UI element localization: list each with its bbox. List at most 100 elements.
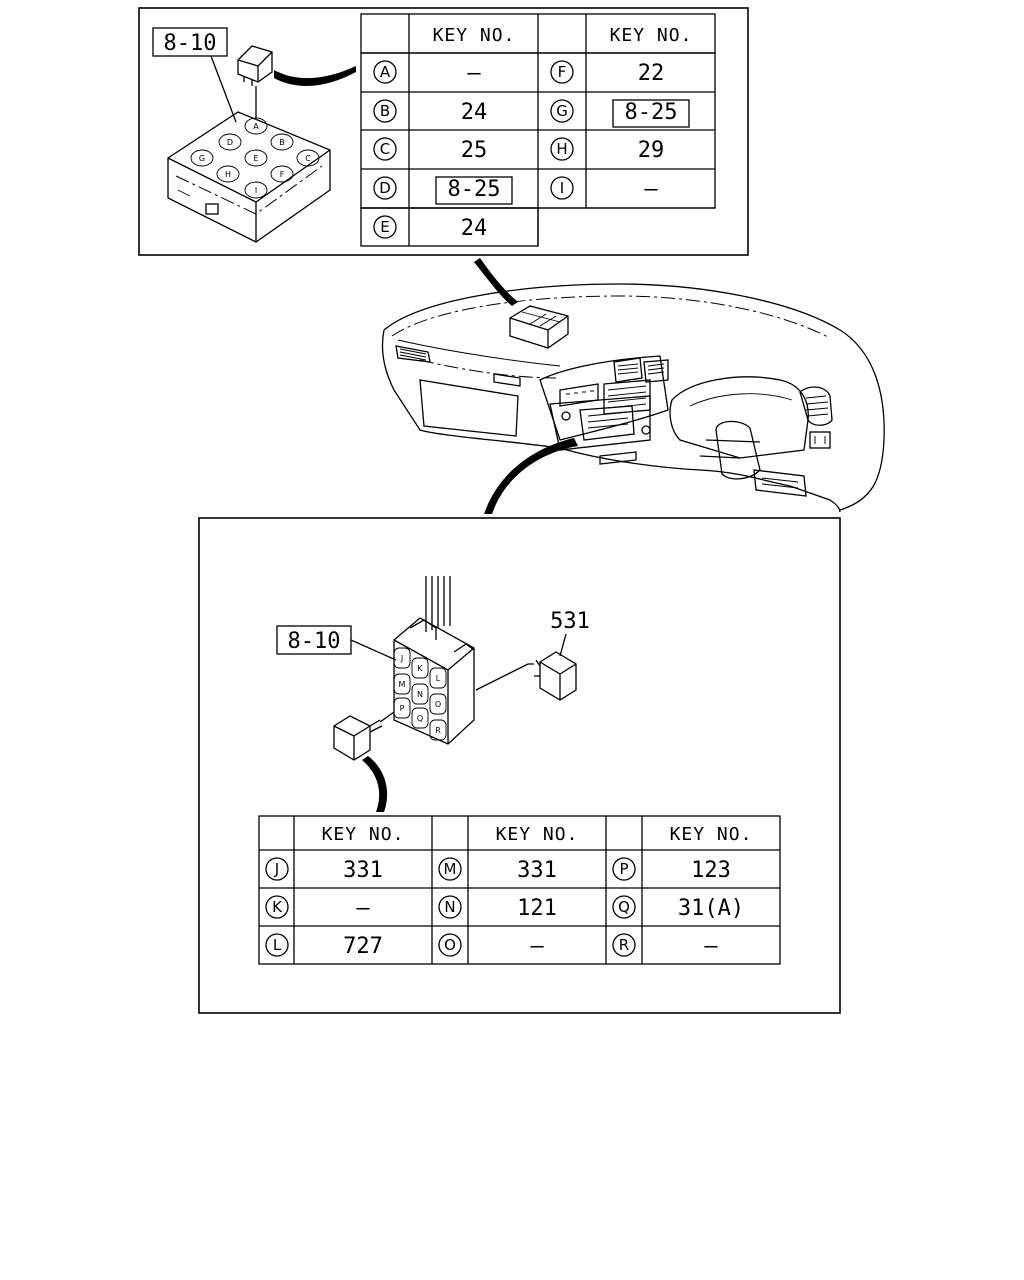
top-socket-I: I — [244, 181, 268, 199]
svg-text:C: C — [305, 154, 311, 163]
bottom-table-header-3: KEY NO. — [670, 824, 753, 845]
bottom-key-R: R — [612, 933, 636, 957]
key-letter: Q — [618, 898, 630, 916]
svg-text:P: P — [400, 704, 405, 713]
key-value: – — [467, 61, 481, 86]
svg-text:R: R — [435, 726, 441, 735]
key-value: 22 — [638, 61, 665, 86]
bottom-ref-leader — [350, 639, 397, 661]
svg-text:H: H — [225, 170, 231, 179]
top-key-I: I — [550, 176, 574, 200]
key-letter: B — [380, 102, 390, 120]
key-letter: I — [560, 179, 564, 197]
key-value: 123 — [691, 858, 731, 883]
svg-text:I: I — [255, 186, 257, 195]
bottom-key-J: J — [265, 857, 289, 881]
bottom-socket-P: P — [393, 697, 411, 719]
top-value-E: 24 — [461, 216, 488, 241]
top-key-G: G — [550, 99, 574, 123]
bottom-socket-J: J — [393, 647, 411, 669]
key-letter: J — [274, 860, 279, 878]
svg-text:A: A — [253, 122, 259, 131]
svg-text:M: M — [399, 680, 406, 689]
key-letter: E — [380, 218, 389, 236]
key-value: 31(A) — [678, 896, 744, 921]
top-key-C: C — [373, 137, 397, 161]
svg-text:D: D — [227, 138, 233, 147]
bottom-socket-R: R — [429, 719, 447, 741]
bottom-socket-K: K — [411, 657, 429, 679]
key-letter: L — [273, 936, 282, 954]
key-circle — [550, 99, 574, 123]
svg-text:B: B — [279, 138, 285, 147]
top-value-I: – — [644, 177, 658, 202]
key-circle — [612, 895, 636, 919]
key-value: 29 — [638, 138, 665, 163]
key-circle — [550, 60, 574, 84]
bottom-socket-N: N — [411, 683, 429, 705]
svg-text:J: J — [400, 654, 403, 663]
key-letter: R — [619, 936, 629, 954]
key-value: 8-25 — [625, 100, 678, 125]
bottom-socket-O: O — [429, 693, 447, 715]
bottom-socket-Q: Q — [411, 707, 429, 729]
top-callout-arrow — [274, 66, 356, 86]
key-value: — — [356, 896, 370, 921]
bottom-key-N: N — [438, 895, 462, 919]
top-key-H: H — [550, 137, 574, 161]
dash-to-bottom-arrow — [484, 438, 578, 514]
bottom-value-K: — — [356, 896, 370, 921]
top-socket-G: G — [190, 149, 214, 167]
key-letter: C — [380, 140, 390, 158]
bottom-value-R: — — [704, 934, 718, 959]
top-socket-C: C — [296, 149, 320, 167]
top-key-D: D — [373, 176, 397, 200]
key-circle — [265, 895, 289, 919]
bottom-table-header-1: KEY NO. — [322, 824, 405, 845]
key-circle — [550, 137, 574, 161]
key-letter: A — [380, 63, 391, 81]
ref-box — [435, 176, 513, 205]
key-circle — [265, 933, 289, 957]
top-socket-F: F — [270, 165, 294, 183]
bottom-value-L: 727 — [343, 934, 383, 959]
key-letter: K — [272, 898, 283, 916]
relay-lower-left — [333, 711, 395, 761]
top-relay-block — [167, 111, 331, 243]
top-panel-frame — [138, 7, 749, 256]
key-letter: H — [556, 140, 567, 158]
bottom-key-L: L — [265, 933, 289, 957]
bottom-value-M: 331 — [517, 858, 557, 883]
key-circle — [438, 857, 462, 881]
key-circle — [373, 137, 397, 161]
bottom-value-N: 121 — [517, 896, 557, 921]
top-table-header-right: KEY NO. — [610, 25, 693, 46]
top-value-F: 22 — [638, 61, 665, 86]
key-value: 24 — [461, 216, 488, 241]
bottom-value-Q: 31(A) — [678, 896, 744, 921]
key-circle — [612, 933, 636, 957]
key-value: 8-25 — [448, 177, 501, 202]
key-circle — [373, 99, 397, 123]
svg-text:L: L — [436, 674, 441, 683]
top-relay-icon — [237, 45, 273, 118]
bottom-table-header-2: KEY NO. — [496, 824, 579, 845]
top-value-H: 29 — [638, 138, 665, 163]
key-letter: G — [556, 102, 568, 120]
key-circle — [373, 215, 397, 239]
bottom-key-K: K — [265, 895, 289, 919]
bottom-ref-label-text: 8-10 — [288, 629, 341, 654]
key-value: 25 — [461, 138, 488, 163]
bottom-value-P: 123 — [691, 858, 731, 883]
key-value: 331 — [343, 858, 383, 883]
top-table-header-left: KEY NO. — [433, 25, 516, 46]
top-to-dash-arrow — [474, 258, 518, 306]
key-circle — [550, 176, 574, 200]
bottom-key-M: M — [438, 857, 462, 881]
bottom-block-sockets: JKL MNO PQR — [393, 647, 447, 741]
key-circle — [373, 176, 397, 200]
bottom-value-O: — — [530, 934, 544, 959]
top-value-A: – — [467, 61, 481, 86]
